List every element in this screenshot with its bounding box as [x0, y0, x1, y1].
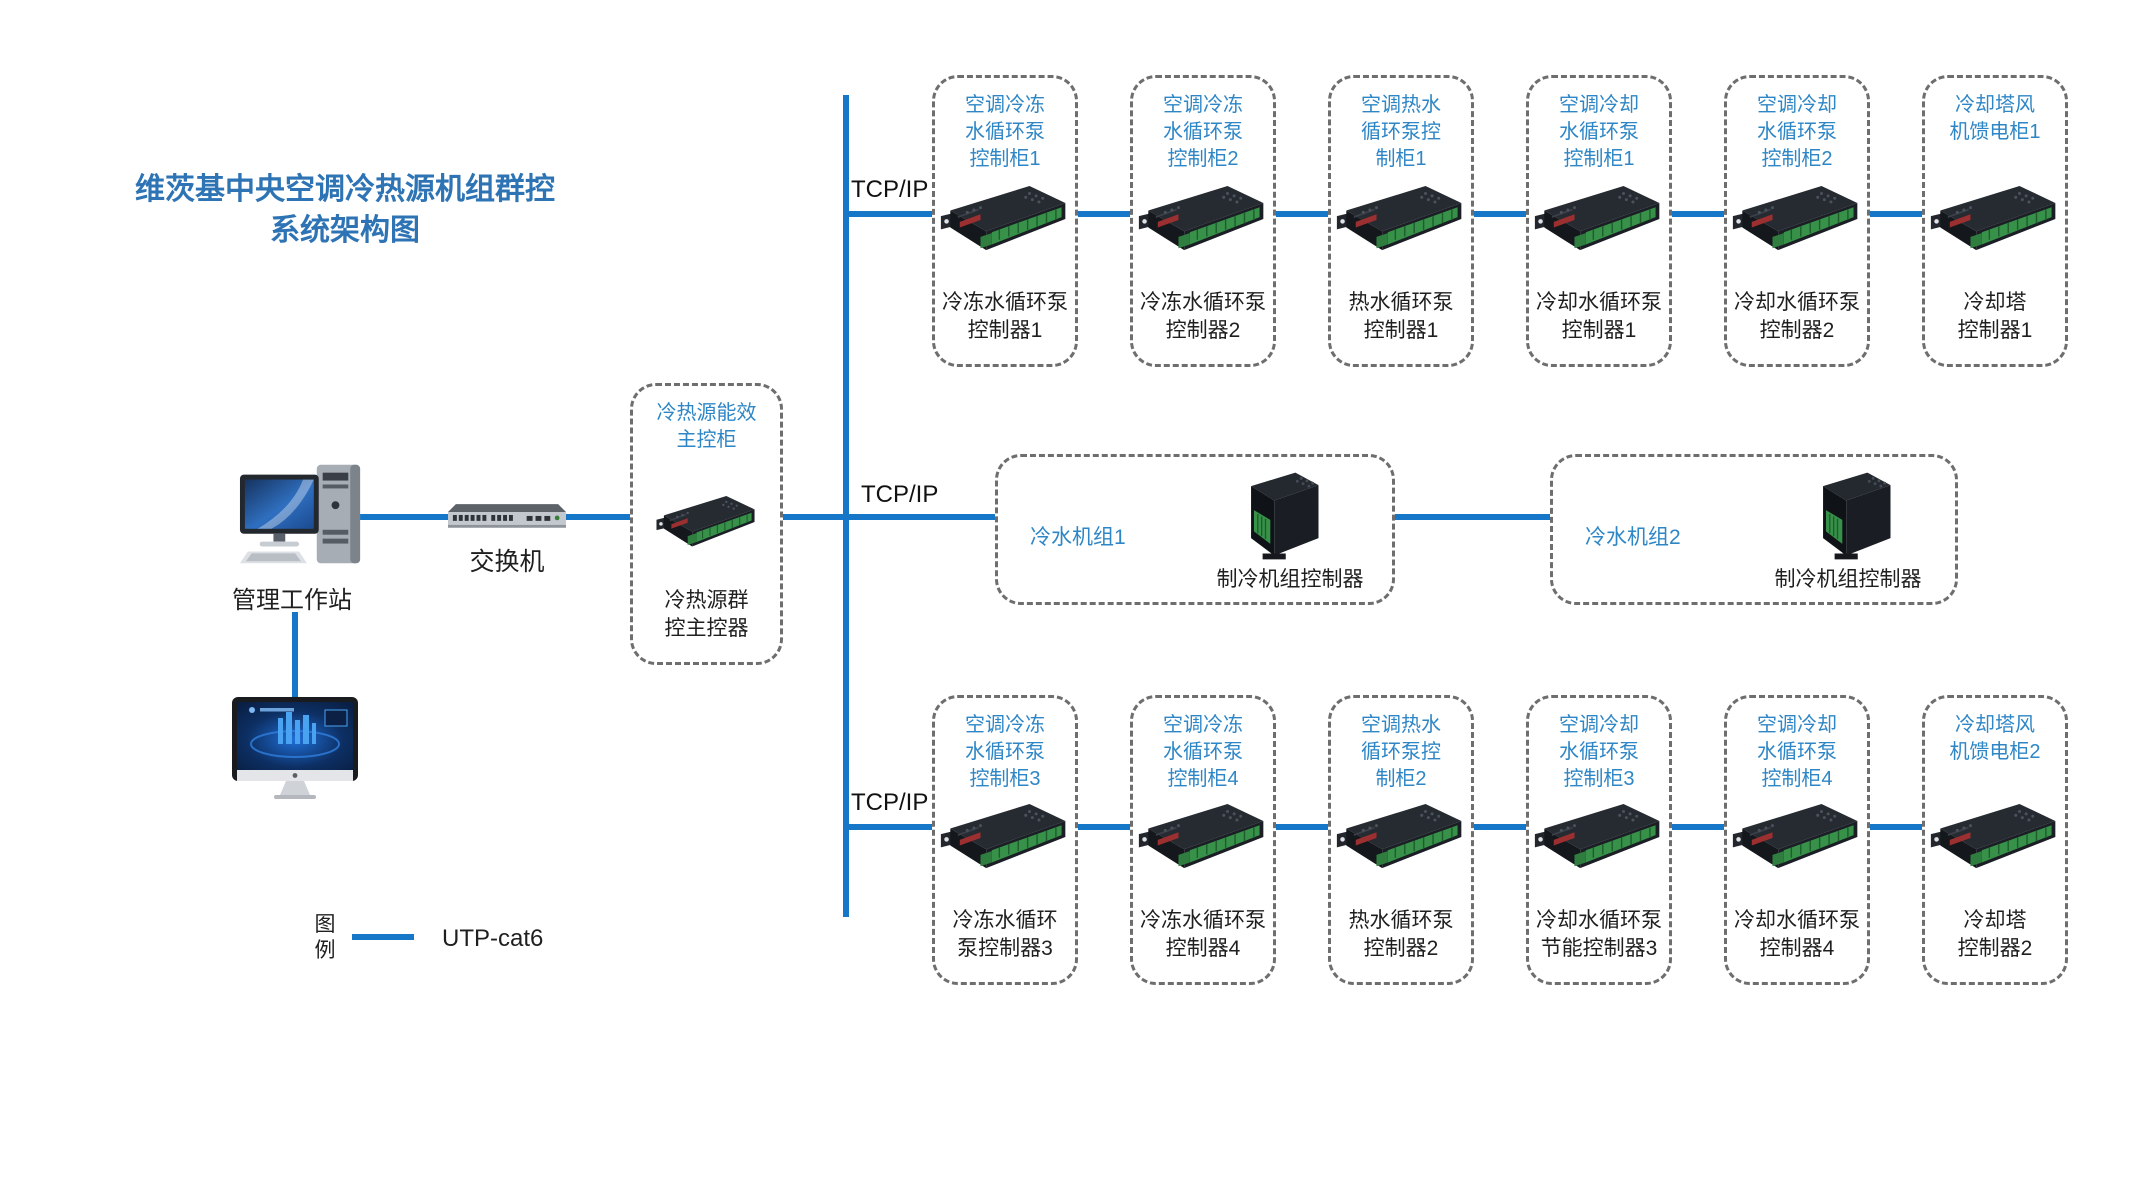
rtu-controller-icon: [1798, 465, 1904, 565]
pump-cabinet-box: 空调冷冻 水循环泵 控制柜1 冷冻水循环泵 控制器1: [932, 75, 1078, 367]
tcpip-label-top: TCP/IP: [851, 176, 929, 203]
tcpip-branch-bottom-line: [843, 824, 932, 830]
pump-cabinet-box: 空调冷却 水循环泵 控制柜2 冷却水循环泵 控制器2: [1724, 75, 1870, 367]
rtu-controller-icon: [939, 180, 1071, 258]
rtu-controller-icon: [1929, 798, 2061, 876]
top-connector-line: [1870, 211, 1922, 217]
rtu-controller-icon: [1533, 180, 1665, 258]
controller-label: 制冷机组控制器: [1774, 568, 1922, 591]
bottom-connector-line: [1870, 824, 1922, 830]
cabinet-label: 空调热水 循环泵控 制柜1: [1361, 94, 1441, 170]
cabinet-label: 空调冷却 水循环泵 控制柜4: [1757, 714, 1837, 790]
rtu-controller-icon: [939, 798, 1071, 876]
middle-connector-line: [1395, 514, 1550, 520]
controller-label: 冷热源群 控主控器: [664, 589, 749, 640]
top-connector-line: [1474, 211, 1526, 217]
controller-label: 冷冻水循环泵 控制器4: [1140, 909, 1266, 960]
pump-cabinet-box: 空调冷却 水循环泵 控制柜1 冷却水循环泵 控制器1: [1526, 75, 1672, 367]
cabinet-label: 空调冷却 水循环泵 控制柜3: [1559, 714, 1639, 790]
legend-utp-line: [352, 934, 414, 940]
rtu-controller-icon: [1226, 465, 1332, 565]
pump-cabinet-box: 空调冷冻 水循环泵 控制柜4 冷冻水循环泵 控制器4: [1130, 695, 1276, 985]
top-connector-line: [1276, 211, 1328, 217]
cabinet-label: 空调冷冻 水循环泵 控制柜2: [1163, 94, 1243, 170]
rtu-controller-icon: [1137, 180, 1269, 258]
rtu-controller-icon: [1731, 798, 1863, 876]
tcpip-branch-middle-line: [849, 514, 995, 520]
top-connector-line: [1078, 211, 1130, 217]
controller-label: 冷却塔 控制器2: [1957, 909, 2033, 960]
controller-label: 制冷机组控制器: [1216, 568, 1364, 591]
cabinet-label: 空调冷却 水循环泵 控制柜2: [1757, 94, 1837, 170]
tcpip-trunk-line: [843, 95, 849, 917]
pump-cabinet-box: 空调冷冻 水循环泵 控制柜2 冷冻水循环泵 控制器2: [1130, 75, 1276, 367]
chiller-unit-box: 冷水机组2 制冷机组控制器: [1550, 454, 1958, 605]
pump-cabinet-box: 空调热水 循环泵控 制柜2 热水循环泵 控制器2: [1328, 695, 1474, 985]
pump-cabinet-box: 空调冷冻 水循环泵 控制柜3 冷冻水循环 泵控制器3: [932, 695, 1078, 985]
cabinet-label: 空调冷冻 水循环泵 控制柜1: [965, 94, 1045, 170]
controller-label: 热水循环泵 控制器2: [1348, 909, 1454, 960]
controller-label: 冷却水循环泵 控制器1: [1536, 291, 1662, 342]
cabinet-label: 冷热源能效 主控柜: [656, 402, 757, 451]
controller-label: 冷却水循环泵 控制器2: [1734, 291, 1860, 342]
rtu-controller-icon: [655, 478, 759, 566]
main-to-trunk-line: [783, 514, 843, 520]
controller-label: 冷冻水循环泵 控制器2: [1140, 291, 1266, 342]
workstation-to-display-line: [292, 612, 298, 698]
legend-title: 图 例: [314, 913, 336, 963]
rtu-controller-icon: [1533, 798, 1665, 876]
tcpip-branch-top-line: [843, 211, 932, 217]
rtu-controller-icon: [1335, 180, 1467, 258]
bottom-connector-line: [1078, 824, 1130, 830]
page-title: 维茨基中央空调冷热源机组群控 系统架构图: [135, 173, 555, 247]
management-workstation-icon: [238, 460, 366, 572]
main-controller-box: 冷热源能效 主控柜 冷热源群 控主控器: [630, 383, 783, 665]
pump-cabinet-box: 空调热水 循环泵控 制柜1 热水循环泵 控制器1: [1328, 75, 1474, 367]
cabinet-label: 空调冷冻 水循环泵 控制柜4: [1163, 714, 1243, 790]
network-switch-icon: [448, 496, 566, 530]
cabinet-label: 冷却塔风 机馈电柜1: [1949, 94, 2041, 143]
rtu-controller-icon: [1929, 180, 2061, 258]
controller-label: 冷却水循环泵 控制器4: [1734, 909, 1860, 960]
tcpip-label-middle: TCP/IP: [861, 481, 939, 508]
controller-label: 冷冻水循环泵 控制器1: [942, 291, 1068, 342]
controller-label: 热水循环泵 控制器1: [1348, 291, 1454, 342]
monitor-display-icon: [230, 696, 360, 802]
cooling-tower-cabinet-box: 冷却塔风 机馈电柜2 冷却塔 控制器2: [1922, 695, 2068, 985]
controller-label: 冷却水循环泵 节能控制器3: [1536, 909, 1662, 960]
bottom-connector-line: [1276, 824, 1328, 830]
legend-item-label: UTP-cat6: [442, 925, 544, 952]
cooling-tower-cabinet-box: 冷却塔风 机馈电柜1 冷却塔 控制器1: [1922, 75, 2068, 367]
rtu-controller-icon: [1731, 180, 1863, 258]
controller-label: 冷却塔 控制器1: [1957, 291, 2033, 342]
chiller-unit-box: 冷水机组1 制冷机组控制器: [995, 454, 1395, 605]
cabinet-label: 冷却塔风 机馈电柜2: [1949, 714, 2041, 763]
pump-cabinet-box: 空调冷却 水循环泵 控制柜4 冷却水循环泵 控制器4: [1724, 695, 1870, 985]
chiller-label: 冷水机组1: [1030, 526, 1126, 549]
rtu-controller-icon: [1335, 798, 1467, 876]
switch-to-main-line: [562, 514, 630, 520]
cabinet-label: 空调冷冻 水循环泵 控制柜3: [965, 714, 1045, 790]
bottom-connector-line: [1672, 824, 1724, 830]
chiller-label: 冷水机组2: [1585, 526, 1681, 549]
bottom-connector-line: [1474, 824, 1526, 830]
cabinet-label: 空调冷却 水循环泵 控制柜1: [1559, 94, 1639, 170]
top-connector-line: [1672, 211, 1724, 217]
rtu-controller-icon: [1137, 798, 1269, 876]
workstation-label: 管理工作站: [232, 587, 352, 614]
cabinet-label: 空调热水 循环泵控 制柜2: [1361, 714, 1441, 790]
pump-cabinet-box: 空调冷却 水循环泵 控制柜3 冷却水循环泵 节能控制器3: [1526, 695, 1672, 985]
pc-to-switch-line: [358, 514, 448, 520]
switch-label: 交换机: [469, 548, 545, 576]
tcpip-label-bottom: TCP/IP: [851, 789, 929, 816]
controller-label: 冷冻水循环 泵控制器3: [952, 909, 1058, 960]
